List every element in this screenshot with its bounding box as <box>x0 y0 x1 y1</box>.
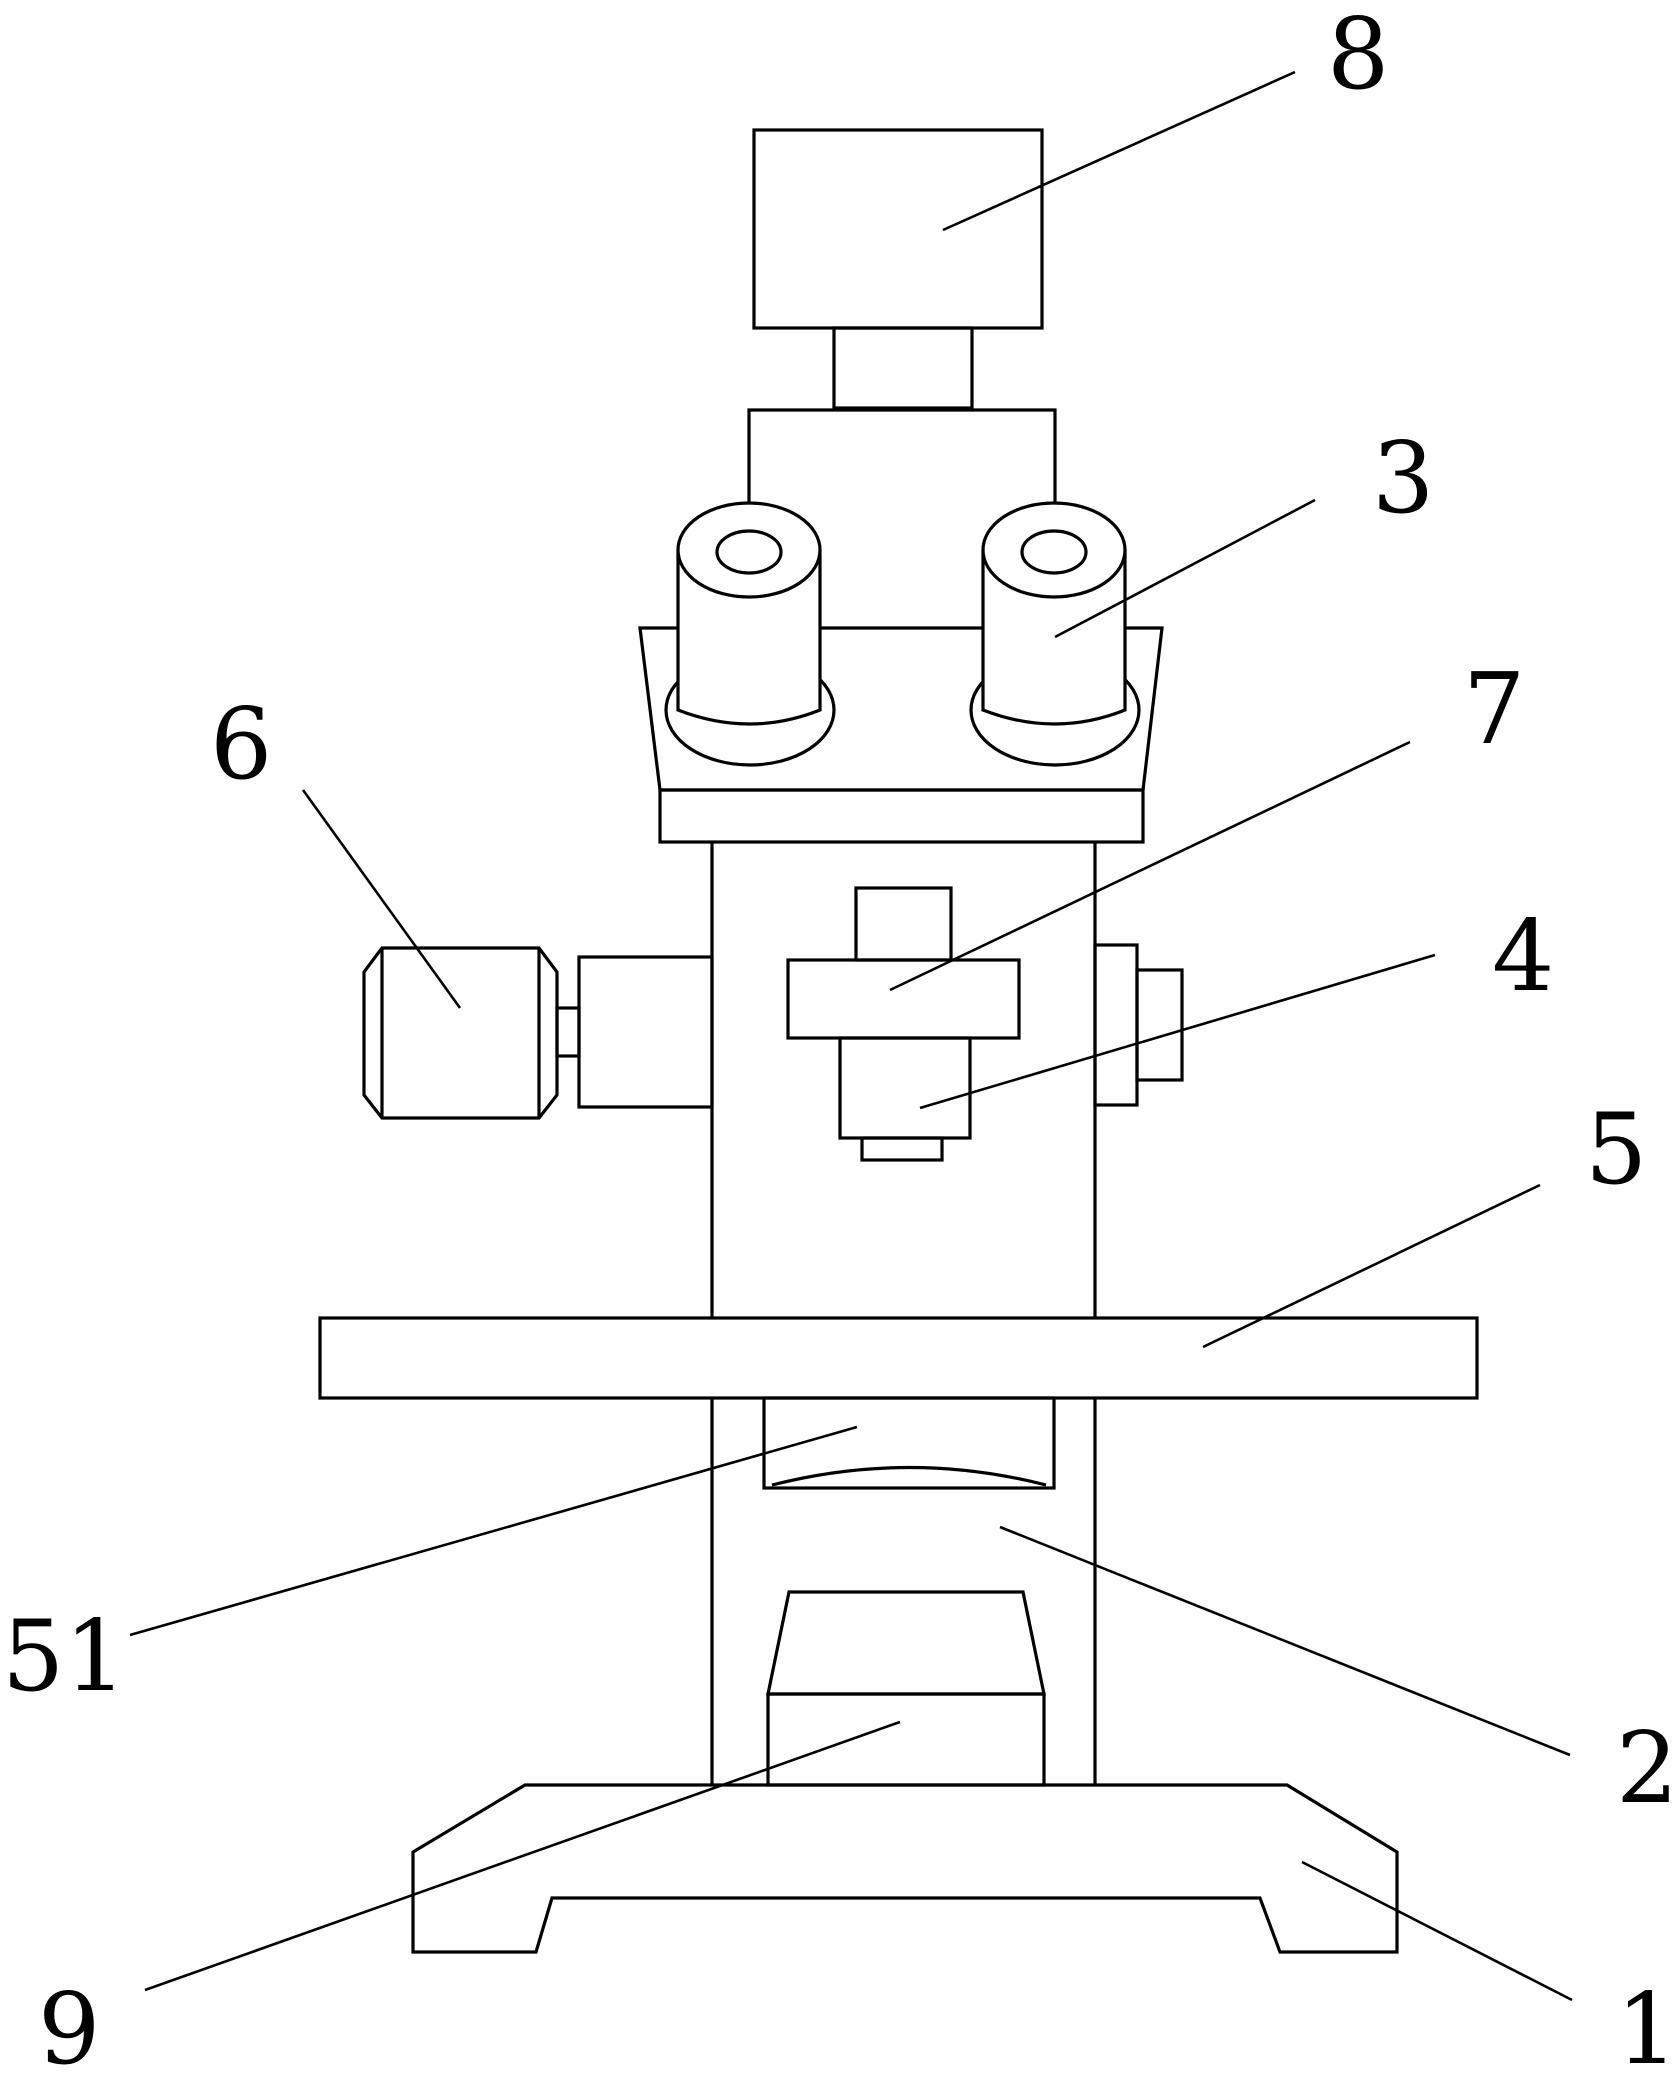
roller-bracket <box>747 408 1057 505</box>
leader-2 <box>999 1525 1571 1757</box>
callout-51: 51 <box>2 1600 127 1714</box>
leader-lines <box>129 70 1573 2002</box>
part-4-block <box>838 1036 972 1162</box>
callout-1: 1 <box>1616 1973 1674 2075</box>
callout-4: 4 <box>1492 900 1554 1014</box>
part-51-lens-block <box>762 1396 1056 1490</box>
part-7-cross-bar <box>786 886 1021 1040</box>
leader-1 <box>1301 1860 1573 2002</box>
leader-7 <box>889 740 1411 992</box>
right-side-fitting <box>1093 943 1184 1107</box>
left-roller <box>664 501 836 767</box>
callout-2: 2 <box>1616 1712 1674 1826</box>
leader-8 <box>942 70 1296 232</box>
leader-9 <box>144 1720 901 1992</box>
callout-9: 9 <box>38 1973 100 2075</box>
leader-51 <box>129 1425 858 1637</box>
callout-7: 7 <box>1463 653 1525 767</box>
callout-8: 8 <box>1327 0 1389 112</box>
part-6-motor <box>362 946 714 1120</box>
part-8-top-unit <box>752 128 1044 410</box>
right-roller <box>969 501 1141 767</box>
leader-3 <box>1054 498 1316 639</box>
part-9-lower-block <box>766 1590 1046 1787</box>
part-1-base <box>411 1783 1399 1954</box>
part-5-platform <box>318 1316 1479 1400</box>
leader-5 <box>1202 1183 1541 1349</box>
callout-6: 6 <box>210 688 272 802</box>
leader-4 <box>919 953 1436 1110</box>
callout-5: 5 <box>1585 1093 1647 1207</box>
callout-3: 3 <box>1372 422 1434 536</box>
leader-6 <box>301 789 462 1009</box>
